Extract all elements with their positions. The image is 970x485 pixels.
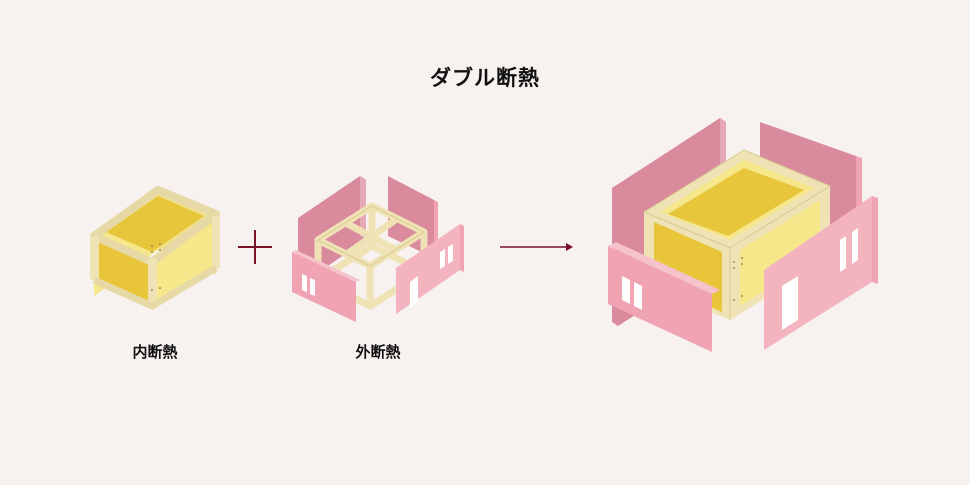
inner-insulation-label: 内断熱: [132, 343, 178, 361]
arrow-right-icon: [500, 243, 573, 251]
diagram-title: ダブル断熱: [430, 66, 540, 90]
double-insulation-illustration: [608, 118, 878, 352]
outer-insulation-illustration: [292, 176, 464, 322]
plus-icon: [238, 230, 272, 264]
outer-insulation-label: 外断熱: [355, 343, 401, 361]
inner-insulation-illustration: [90, 186, 220, 310]
